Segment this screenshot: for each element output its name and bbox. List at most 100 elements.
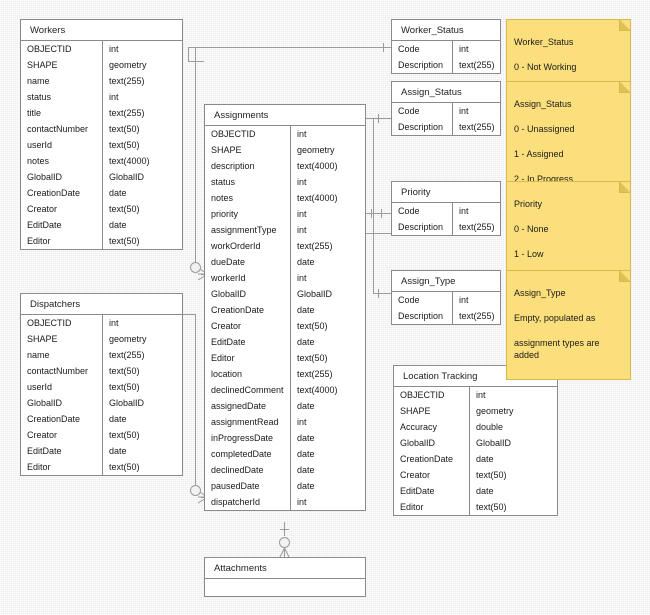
field-type: date	[109, 188, 127, 198]
field-type: int	[109, 44, 119, 54]
field-name: EditDate	[21, 443, 103, 459]
entity-title-assignments: Assignments	[205, 105, 365, 126]
field-row: name text(255)	[21, 73, 182, 89]
field-type: text(4000)	[297, 161, 338, 171]
field-type: date	[109, 446, 127, 456]
field-name: Editor	[205, 350, 291, 366]
field-type: GlobalID	[109, 172, 145, 182]
note-line: 2 - In Progress	[514, 173, 574, 184]
field-type: int	[297, 209, 307, 219]
field-type: double	[476, 422, 504, 432]
field-name: location	[205, 366, 291, 382]
connector-dispatchers-trunk	[195, 314, 196, 488]
field-name: pausedDate	[205, 478, 291, 494]
field-type: int	[109, 318, 119, 328]
field-type: int	[459, 206, 469, 216]
field-name: assignmentType	[205, 222, 291, 238]
field-name: Creator	[21, 201, 103, 217]
field-name: notes	[21, 153, 103, 169]
field-type: int	[459, 295, 469, 305]
field-type: int	[297, 225, 307, 235]
connector-assign-status-line	[373, 118, 391, 119]
field-type: text(4000)	[297, 385, 338, 395]
field-type: geometry	[297, 145, 335, 155]
field-type: text(255)	[109, 76, 145, 86]
connector-assign-type-line	[373, 293, 391, 294]
connector-optional-marker-workerid	[190, 262, 201, 273]
field-name: Description	[392, 57, 453, 73]
field-name: name	[21, 73, 103, 89]
note-assign-type[interactable]: Assign_Type Empty, populated as assignme…	[506, 270, 631, 381]
field-type: date	[297, 257, 315, 267]
field-type: int	[459, 106, 469, 116]
field-type: text(4000)	[109, 156, 150, 166]
connector-dispatchers-top	[183, 314, 195, 315]
field-type: text(50)	[297, 353, 328, 363]
field-type: GlobalID	[297, 289, 333, 299]
field-type: int	[297, 177, 307, 187]
note-title: Assign_Status	[514, 99, 572, 110]
field-type: text(4000)	[297, 193, 338, 203]
connector-lookup-trunk	[373, 118, 374, 293]
field-type: geometry	[109, 334, 147, 344]
field-name: workOrderId	[205, 238, 291, 254]
field-row: dueDate date	[205, 254, 365, 270]
field-row: notes text(4000)	[21, 153, 182, 169]
field-type: date	[297, 449, 315, 459]
field-type: text(50)	[109, 382, 140, 392]
connector-assign-extra-stub	[366, 233, 391, 234]
connector-optional-marker-dispatcherid	[190, 485, 201, 496]
field-name: Creator	[394, 467, 470, 483]
field-type: int	[297, 497, 307, 507]
entity-title-worker-status: Worker_Status	[392, 20, 500, 41]
field-type: date	[109, 220, 127, 230]
field-row: assignmentType int	[205, 222, 365, 238]
connector-tick-assign-status	[378, 114, 379, 123]
note-title: Priority	[514, 199, 543, 210]
note-line: 0 - Unassigned	[514, 124, 575, 135]
field-name: dueDate	[205, 254, 291, 270]
field-name: Code	[392, 41, 453, 57]
field-type: date	[297, 305, 315, 315]
field-type: int	[109, 92, 119, 102]
entity-title-priority: Priority	[392, 182, 500, 203]
field-name: workerId	[205, 270, 291, 286]
field-name: CreationDate	[21, 411, 103, 427]
field-name: EditDate	[21, 217, 103, 233]
field-name: assignedDate	[205, 398, 291, 414]
connector-workers-status-top	[188, 47, 391, 48]
entity-attachments[interactable]: Attachments	[204, 557, 366, 597]
entity-title-assign-type: Assign_Type	[392, 271, 500, 292]
